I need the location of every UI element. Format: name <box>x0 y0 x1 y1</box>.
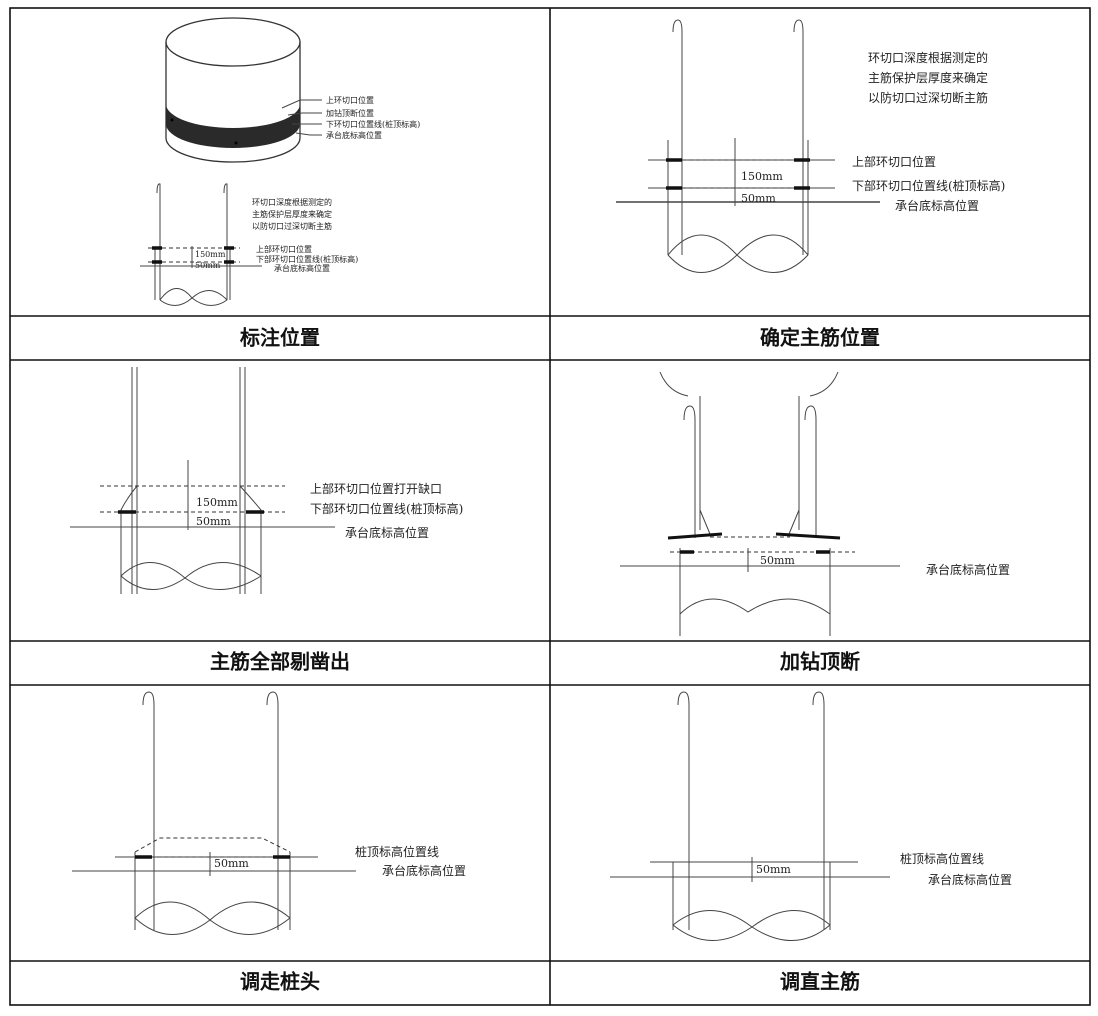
rebar-left <box>142 691 155 930</box>
position-label: 承台底标高位置 <box>928 872 1012 887</box>
break-curve <box>672 924 831 941</box>
position-label: 承台底标高位置 <box>926 562 1010 577</box>
rebar-left <box>677 691 690 930</box>
notch-left <box>120 485 138 594</box>
cylinder-label: 承台底标高位置 <box>326 130 382 140</box>
dimension-label: 50mm <box>196 515 231 528</box>
dimension-label: 50mm <box>760 554 795 567</box>
step-caption: 调直主筋 <box>780 970 860 994</box>
dimension-label: 50mm <box>195 261 221 270</box>
rebar-right <box>812 691 825 930</box>
cylinder-top <box>165 17 301 67</box>
panel-mark-positions: 上环切口位置 加钻顶断位置 下环切口位置线(桩顶标高) 承台底标高位置 150m… <box>140 17 420 306</box>
rebar-left <box>156 183 161 300</box>
depth-note: 主筋保护层厚度来确定 <box>252 209 332 219</box>
cylinder-label: 加钻顶断位置 <box>326 108 374 118</box>
panel-straighten-rebars: 50mm 桩顶标高位置线 承台底标高位置 <box>610 691 1012 941</box>
panel-chisel-rebars: 150mm 50mm 上部环切口位置打开缺口 下部环切口位置线(桩顶标高) 承台… <box>70 367 463 594</box>
break-curve <box>667 234 809 256</box>
rebar-right <box>804 405 817 538</box>
break-curve <box>120 575 262 590</box>
leader-line <box>295 132 322 136</box>
cylinder-label: 下环切口位置线(桩顶标高) <box>326 119 420 129</box>
step-caption: 主筋全部剔凿出 <box>210 650 350 674</box>
drill-bar <box>775 532 841 540</box>
pile-cylinder: 上环切口位置 加钻顶断位置 下环切口位置线(桩顶标高) 承台底标高位置 <box>165 17 420 163</box>
depth-note: 环切口深度根据测定的 <box>252 197 332 207</box>
position-label: 下部环切口位置线(桩顶标高) <box>310 501 463 516</box>
dimension-label: 50mm <box>756 863 791 876</box>
position-label: 上部环切口位置打开缺口 <box>310 481 442 496</box>
marker-dot <box>170 118 174 122</box>
break-taper <box>699 509 711 535</box>
position-label: 承台底标高位置 <box>274 263 330 273</box>
position-label: 承台底标高位置 <box>345 525 429 540</box>
position-label: 上部环切口位置 <box>256 244 312 254</box>
rebar-right <box>266 691 279 930</box>
break-curve <box>134 917 291 935</box>
leader-line <box>281 99 322 109</box>
break-curve <box>679 598 831 615</box>
dimension-label: 150mm <box>741 170 783 183</box>
panel-remove-pile-head: 50mm 桩顶标高位置线 承台底标高位置 <box>72 691 466 935</box>
cylinder-label: 上环切口位置 <box>326 95 374 105</box>
step-caption: 确定主筋位置 <box>760 326 880 350</box>
step-caption: 标注位置 <box>240 326 320 350</box>
marker-dot <box>234 141 238 145</box>
rebar-right <box>793 19 804 255</box>
step-caption: 调走桩头 <box>240 970 320 994</box>
step-caption: 加钻顶断 <box>779 650 860 674</box>
panel-locate-rebars: 150mm 50mm 环切口深度根据测定的 主筋保护层厚度来确定 以防切口过深切… <box>616 19 1005 273</box>
pile-head-outline <box>659 371 689 397</box>
notch-right <box>239 485 262 594</box>
break-curve <box>159 288 228 301</box>
depth-note: 以防切口过深切断主筋 <box>252 221 332 231</box>
dimension-label: 50mm <box>214 857 249 870</box>
depth-note: 环切口深度根据测定的 <box>868 50 988 65</box>
dimension-label: 150mm <box>196 496 238 509</box>
cylinder-body <box>165 42 301 163</box>
break-curve <box>667 254 809 273</box>
break-curve <box>672 910 831 928</box>
rebar-left <box>683 405 696 538</box>
position-label: 下部环切口位置线(桩顶标高) <box>852 178 1005 193</box>
position-label: 承台底标高位置 <box>382 863 466 878</box>
pile-head-outline <box>809 371 839 397</box>
leader-line <box>287 112 322 116</box>
small-pile-section: 150mm 50mm 环切口深度根据测定的 主筋保护层厚度来确定 以防切口过深切… <box>140 183 358 306</box>
depth-note: 主筋保护层厚度来确定 <box>868 70 988 85</box>
drill-bar <box>667 532 723 540</box>
position-label: 桩顶标高位置线 <box>900 851 984 866</box>
cut-band <box>166 104 300 148</box>
position-label: 承台底标高位置 <box>895 198 979 213</box>
position-label: 下部环切口位置线(桩顶标高) <box>256 254 358 264</box>
panel-drill-break: 50mm 承台底标高位置 <box>620 371 1010 636</box>
dimension-label: 150mm <box>195 250 226 259</box>
break-taper <box>788 509 800 535</box>
position-label: 上部环切口位置 <box>852 154 936 169</box>
depth-note: 以防切口过深切断主筋 <box>868 90 988 105</box>
dimension-label: 50mm <box>741 192 776 205</box>
break-curve <box>159 297 228 306</box>
rebar-right <box>223 183 228 300</box>
table-grid <box>9 7 1091 1006</box>
break-curve <box>134 901 291 921</box>
position-label: 桩顶标高位置线 <box>355 844 439 859</box>
removed-head-outline <box>134 837 291 853</box>
rebar-left <box>672 19 683 255</box>
